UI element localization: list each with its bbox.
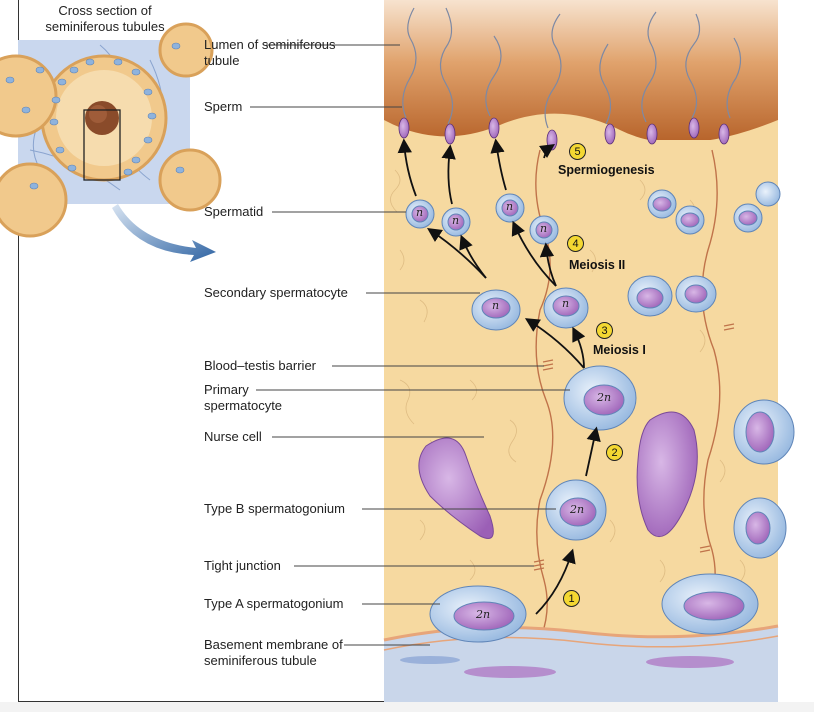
- step-2-badge: 2: [606, 444, 623, 461]
- ploidy-secondary-2: n: [562, 297, 570, 310]
- label-blood-testis-barrier: Blood–testis barrier: [204, 358, 316, 373]
- type-b-spermatogonium-cell: [545, 479, 607, 541]
- step-3-badge: 3: [596, 322, 613, 339]
- ploidy-secondary-1: n: [492, 299, 500, 312]
- inset-title: Cross section of seminiferous tubules: [45, 3, 165, 34]
- step-3-label: Meiosis I: [593, 343, 646, 357]
- edge-cells: [733, 399, 795, 559]
- spermatid-cells: [405, 181, 781, 245]
- ploidy-type-b: 2n: [570, 503, 585, 516]
- leader-lines: [250, 44, 570, 646]
- label-nurse-cell: Nurse cell: [204, 429, 262, 444]
- label-spermatid: Spermatid: [204, 204, 264, 219]
- label-type-b-spermatogonium: Type B spermatogonium: [204, 501, 345, 516]
- process-arrows: [397, 138, 601, 615]
- step-5-label: Spermiogenesis: [558, 163, 655, 177]
- ploidy-spermatid-1: n: [416, 206, 424, 219]
- ploidy-primary: 2n: [597, 391, 612, 404]
- step-4-badge: 4: [567, 235, 584, 252]
- cross-section-inset: [0, 22, 222, 238]
- step-1-badge: 1: [563, 590, 580, 607]
- label-type-a-spermatogonium: Type A spermatogonium: [204, 596, 344, 611]
- label-tight-junction: Tight junction: [204, 558, 281, 573]
- sperm-tails: [402, 7, 742, 129]
- nurse-cell-nuclei: [418, 411, 698, 539]
- label-primary-spermatocyte: Primary spermatocyte: [204, 382, 283, 413]
- step-4-label: Meiosis II: [569, 258, 626, 272]
- bottom-strip: [0, 702, 814, 712]
- ploidy-type-a: 2n: [476, 608, 491, 621]
- secondary-spermatocyte-cells: [471, 275, 717, 331]
- zoom-arrow: [112, 204, 216, 262]
- primary-spermatocyte-cell: [563, 365, 637, 431]
- label-sperm: Sperm: [204, 99, 243, 114]
- ploidy-spermatid-3: n: [506, 200, 514, 213]
- label-secondary-spermatocyte: Secondary spermatocyte: [204, 285, 348, 300]
- step-5-badge: 5: [569, 143, 586, 160]
- label-lumen: Lumen of seminiferous tubule: [204, 37, 336, 68]
- ploidy-spermatid-2: n: [452, 214, 460, 227]
- label-basement-membrane: Basement membrane of seminiferous tubule: [204, 637, 343, 668]
- type-a-spermatogonium-cell: [429, 573, 759, 643]
- ploidy-spermatid-4: n: [540, 222, 548, 235]
- sperm-heads: [398, 117, 730, 151]
